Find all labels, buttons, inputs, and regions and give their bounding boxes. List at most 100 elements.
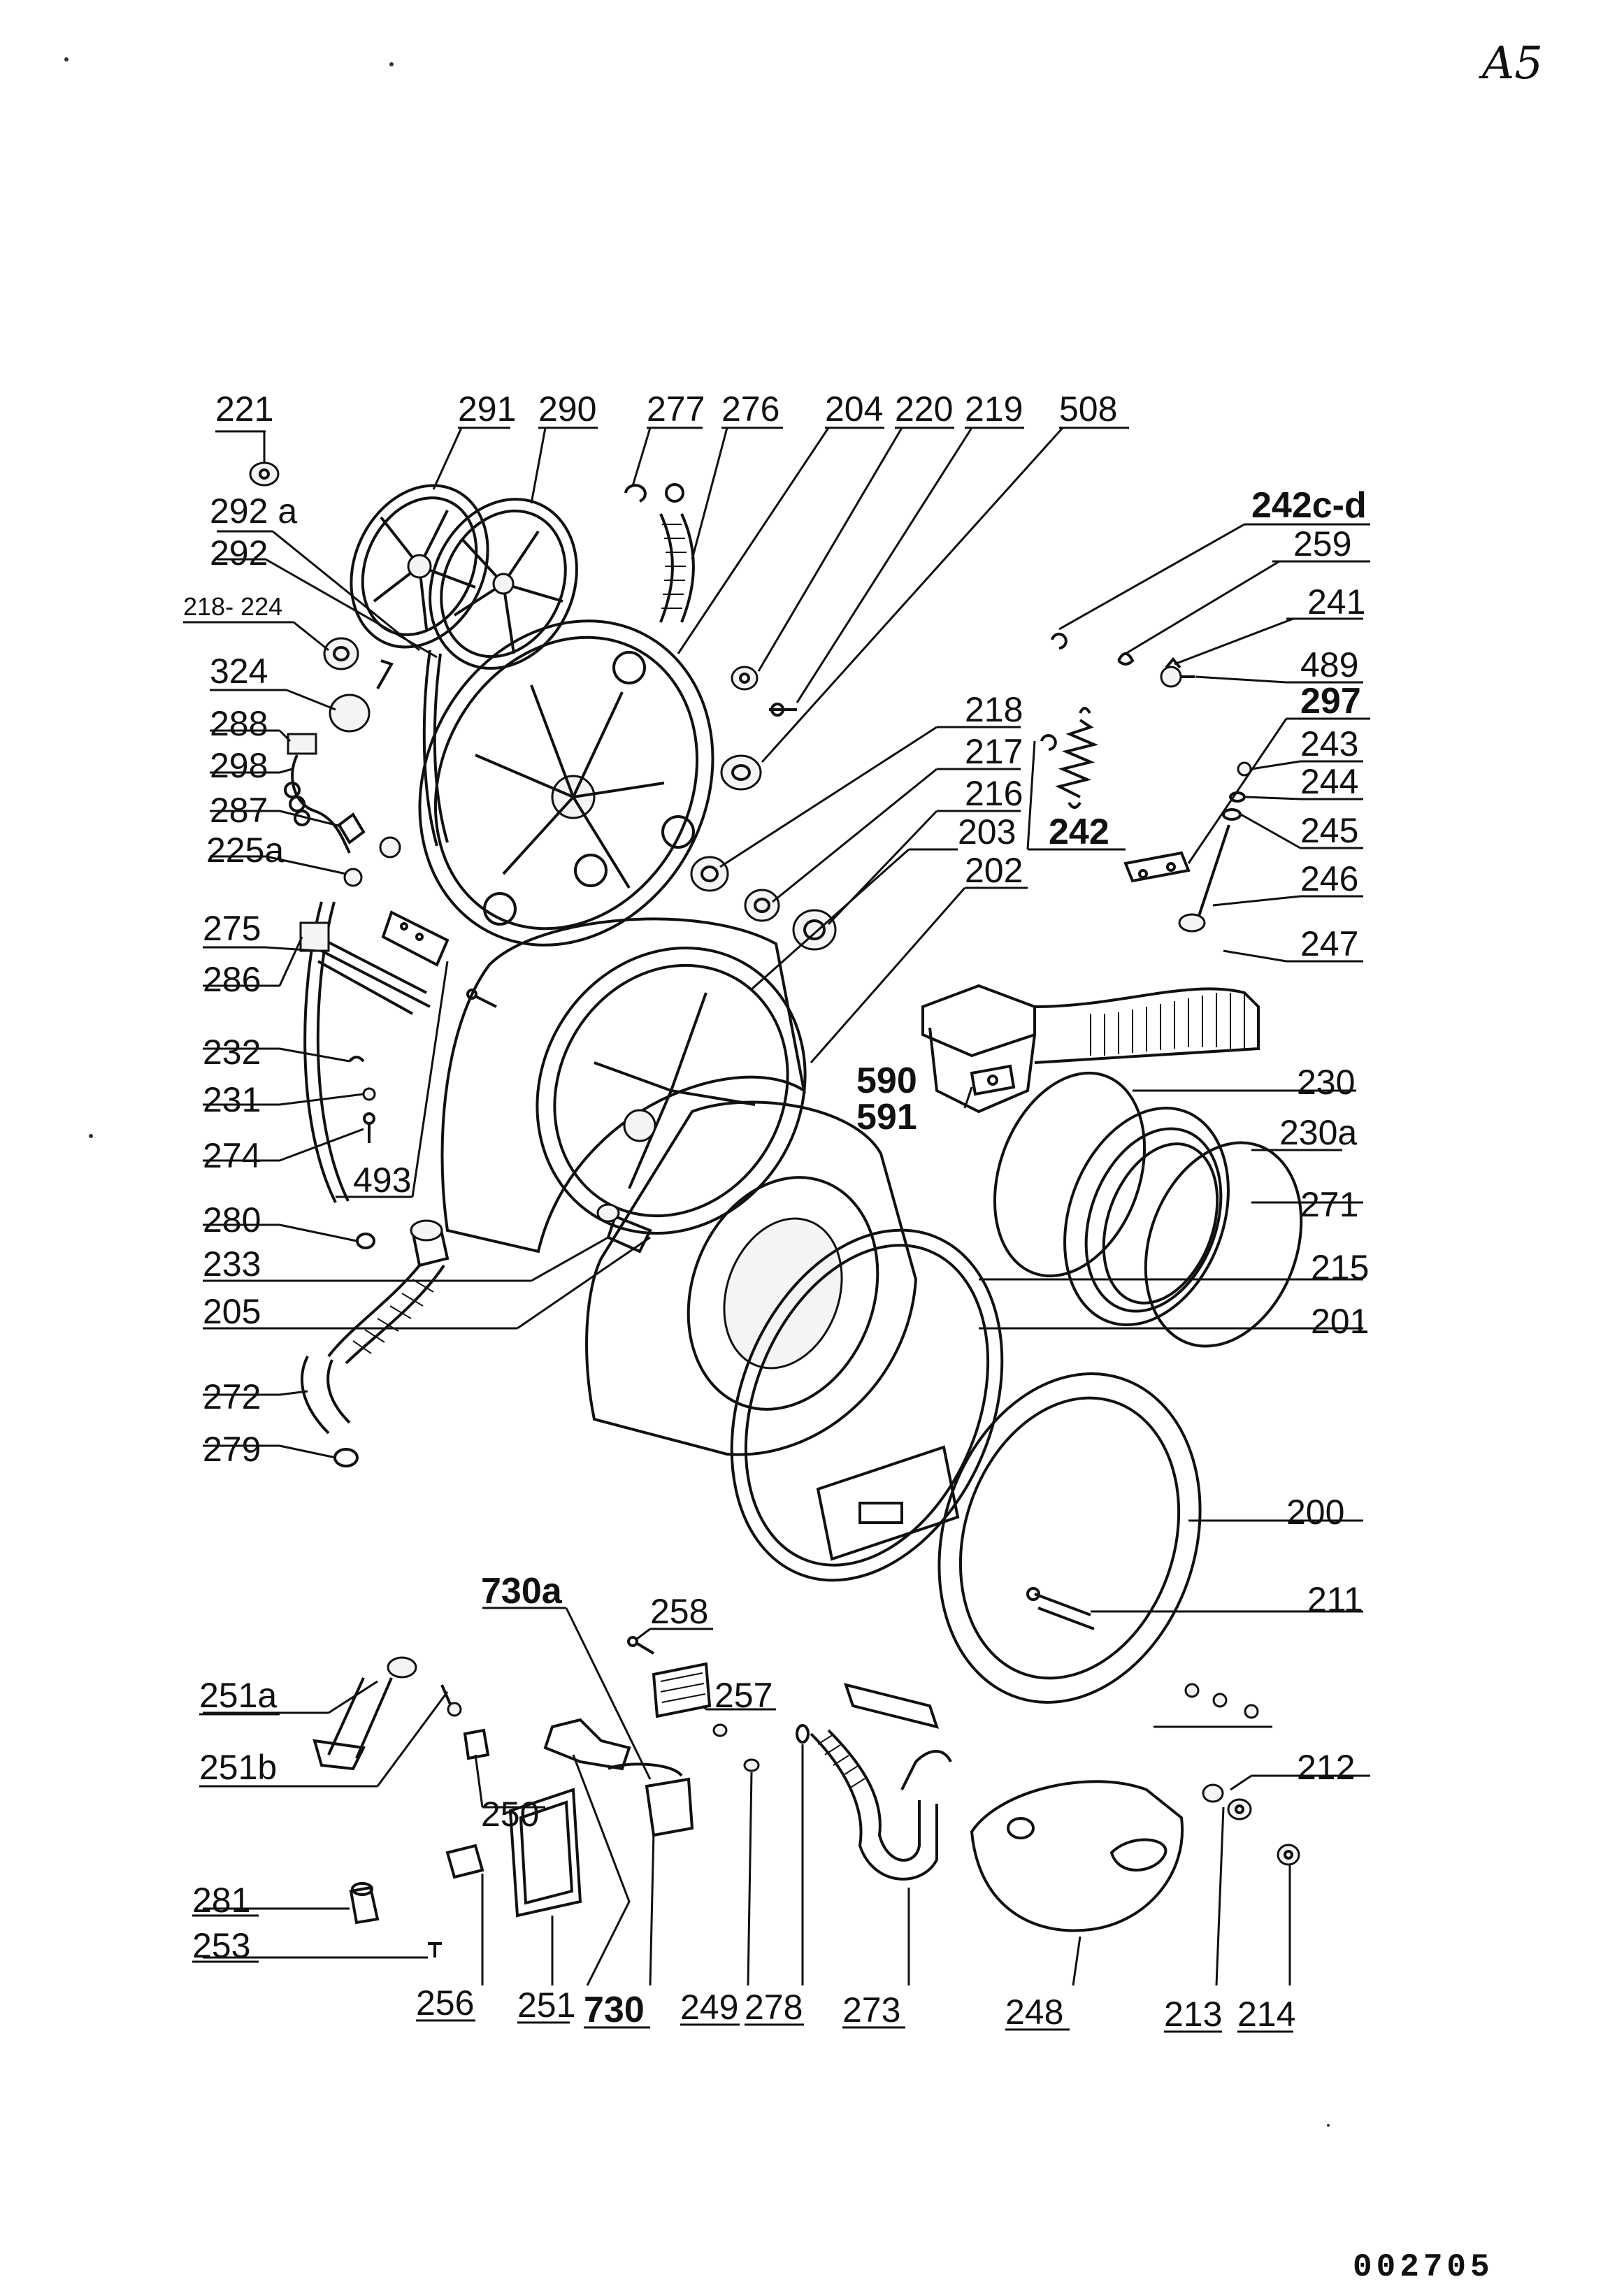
label-220: 220 [895, 389, 953, 429]
part-pump-arm [843, 1683, 952, 1790]
part-233-elbow [410, 1219, 450, 1267]
part-290-pulley [429, 498, 578, 670]
part-screw-drum [466, 989, 497, 1008]
label-214: 214 [1237, 1995, 1295, 2034]
part-204-rear-tub [418, 619, 714, 947]
part-211-studs [1026, 1587, 1095, 1630]
part-298-wire [284, 754, 351, 854]
part-231-nut [362, 1087, 376, 1101]
label-203: 203 [958, 812, 1016, 852]
label-493: 493 [353, 1161, 411, 1200]
part-220-nut [731, 666, 759, 691]
part-287-clip [337, 812, 366, 845]
label-216: 216 [965, 774, 1023, 813]
label-218: 218 [965, 690, 1023, 729]
label-275: 275 [203, 909, 261, 948]
part-212-washer [1202, 1783, 1224, 1803]
label-202: 202 [965, 851, 1023, 890]
scan-specks [64, 57, 1330, 2127]
part-288-switch [287, 733, 317, 755]
label-244: 244 [1300, 762, 1358, 801]
label-218-224: 218- 224 [183, 592, 282, 621]
label-730a: 730a [481, 1571, 563, 1611]
part-277-clip [624, 483, 684, 503]
label-271: 271 [1300, 1185, 1358, 1224]
part-245-washer [1222, 808, 1242, 821]
label-258: 258 [650, 1592, 708, 1631]
label-250: 250 [481, 1795, 539, 1834]
part-324-capacitor [329, 659, 394, 733]
label-324: 324 [210, 652, 268, 691]
label-241: 241 [1307, 582, 1365, 622]
label-281: 281 [192, 1881, 250, 1920]
label-489: 489 [1300, 645, 1358, 684]
part-232-clip [348, 1056, 365, 1063]
part-590-591-plate [970, 1064, 1016, 1096]
label-230a: 230a [1279, 1113, 1357, 1152]
part-280-clamp [356, 1233, 375, 1249]
part-219-screw [769, 703, 797, 717]
label-257: 257 [714, 1676, 773, 1715]
part-213-washer [1227, 1798, 1252, 1820]
part-730-clamp [608, 1762, 694, 1837]
leader-lines [183, 426, 1370, 1986]
part-242c-d-hooks [1040, 633, 1068, 751]
label-288: 288 [210, 704, 268, 743]
label-253: 253 [192, 1926, 250, 1965]
part-230-ring [993, 1071, 1147, 1278]
label-730: 730 [584, 1990, 645, 2030]
part-243-nut [1237, 761, 1252, 777]
part-214-nut [1277, 1844, 1300, 1866]
part-259-hook [1117, 652, 1135, 666]
part-508-seal [720, 754, 762, 791]
label-247: 247 [1300, 924, 1358, 963]
part-278-hose-clip [796, 1724, 810, 1744]
label-290: 290 [538, 389, 596, 429]
label-249: 249 [680, 1988, 738, 2027]
part-216-seal [792, 909, 837, 951]
part-251-frame [508, 1788, 582, 1918]
part-271-door-seal [1063, 1107, 1230, 1326]
label-291: 291 [458, 389, 516, 429]
part-230a-clamp [1144, 1141, 1303, 1348]
part-292-belt [422, 649, 449, 847]
part-251a-strut [312, 1656, 417, 1771]
label-205: 205 [203, 1292, 261, 1331]
part-218-bearing [690, 856, 729, 892]
part-493-bracket [381, 910, 450, 967]
label-204: 204 [825, 389, 883, 429]
label-278: 278 [745, 1988, 803, 2027]
label-242: 242 [1049, 812, 1109, 852]
label-232: 232 [203, 1033, 261, 1072]
part-labels: 221 291 290 277 276 204 220 219 508 242c… [183, 389, 1369, 2034]
label-242c-d: 242c-d [1251, 485, 1367, 526]
label-217: 217 [965, 732, 1023, 771]
label-231: 231 [203, 1080, 261, 1119]
label-292a: 292 a [210, 491, 297, 531]
label-297: 297 [1300, 681, 1361, 721]
label-230: 230 [1297, 1063, 1355, 1102]
label-292: 292 [210, 533, 268, 573]
part-256-clip [445, 1844, 484, 1879]
label-248: 248 [1005, 1992, 1063, 2032]
part-276-hose [659, 513, 695, 623]
label-201: 201 [1311, 1302, 1369, 1341]
label-219: 219 [965, 389, 1023, 429]
part-253-screw [428, 1942, 442, 1958]
label-287: 287 [210, 791, 268, 830]
part-281-bumper [349, 1882, 380, 1925]
label-251: 251 [517, 1985, 575, 2025]
part-272-hose [301, 1356, 351, 1435]
part-218-224-bearing [323, 637, 359, 670]
part-nuts-row [1184, 1683, 1259, 1719]
label-211: 211 [1307, 1580, 1363, 1619]
part-274-screw [363, 1112, 375, 1143]
part-279-clamp [333, 1448, 359, 1467]
label-259: 259 [1293, 524, 1351, 563]
part-248-counterweight [970, 1780, 1184, 1932]
label-221: 221 [215, 389, 273, 429]
part-247-housing [921, 984, 1260, 1114]
label-213: 213 [1164, 1995, 1222, 2034]
part-221-washer [249, 461, 280, 487]
